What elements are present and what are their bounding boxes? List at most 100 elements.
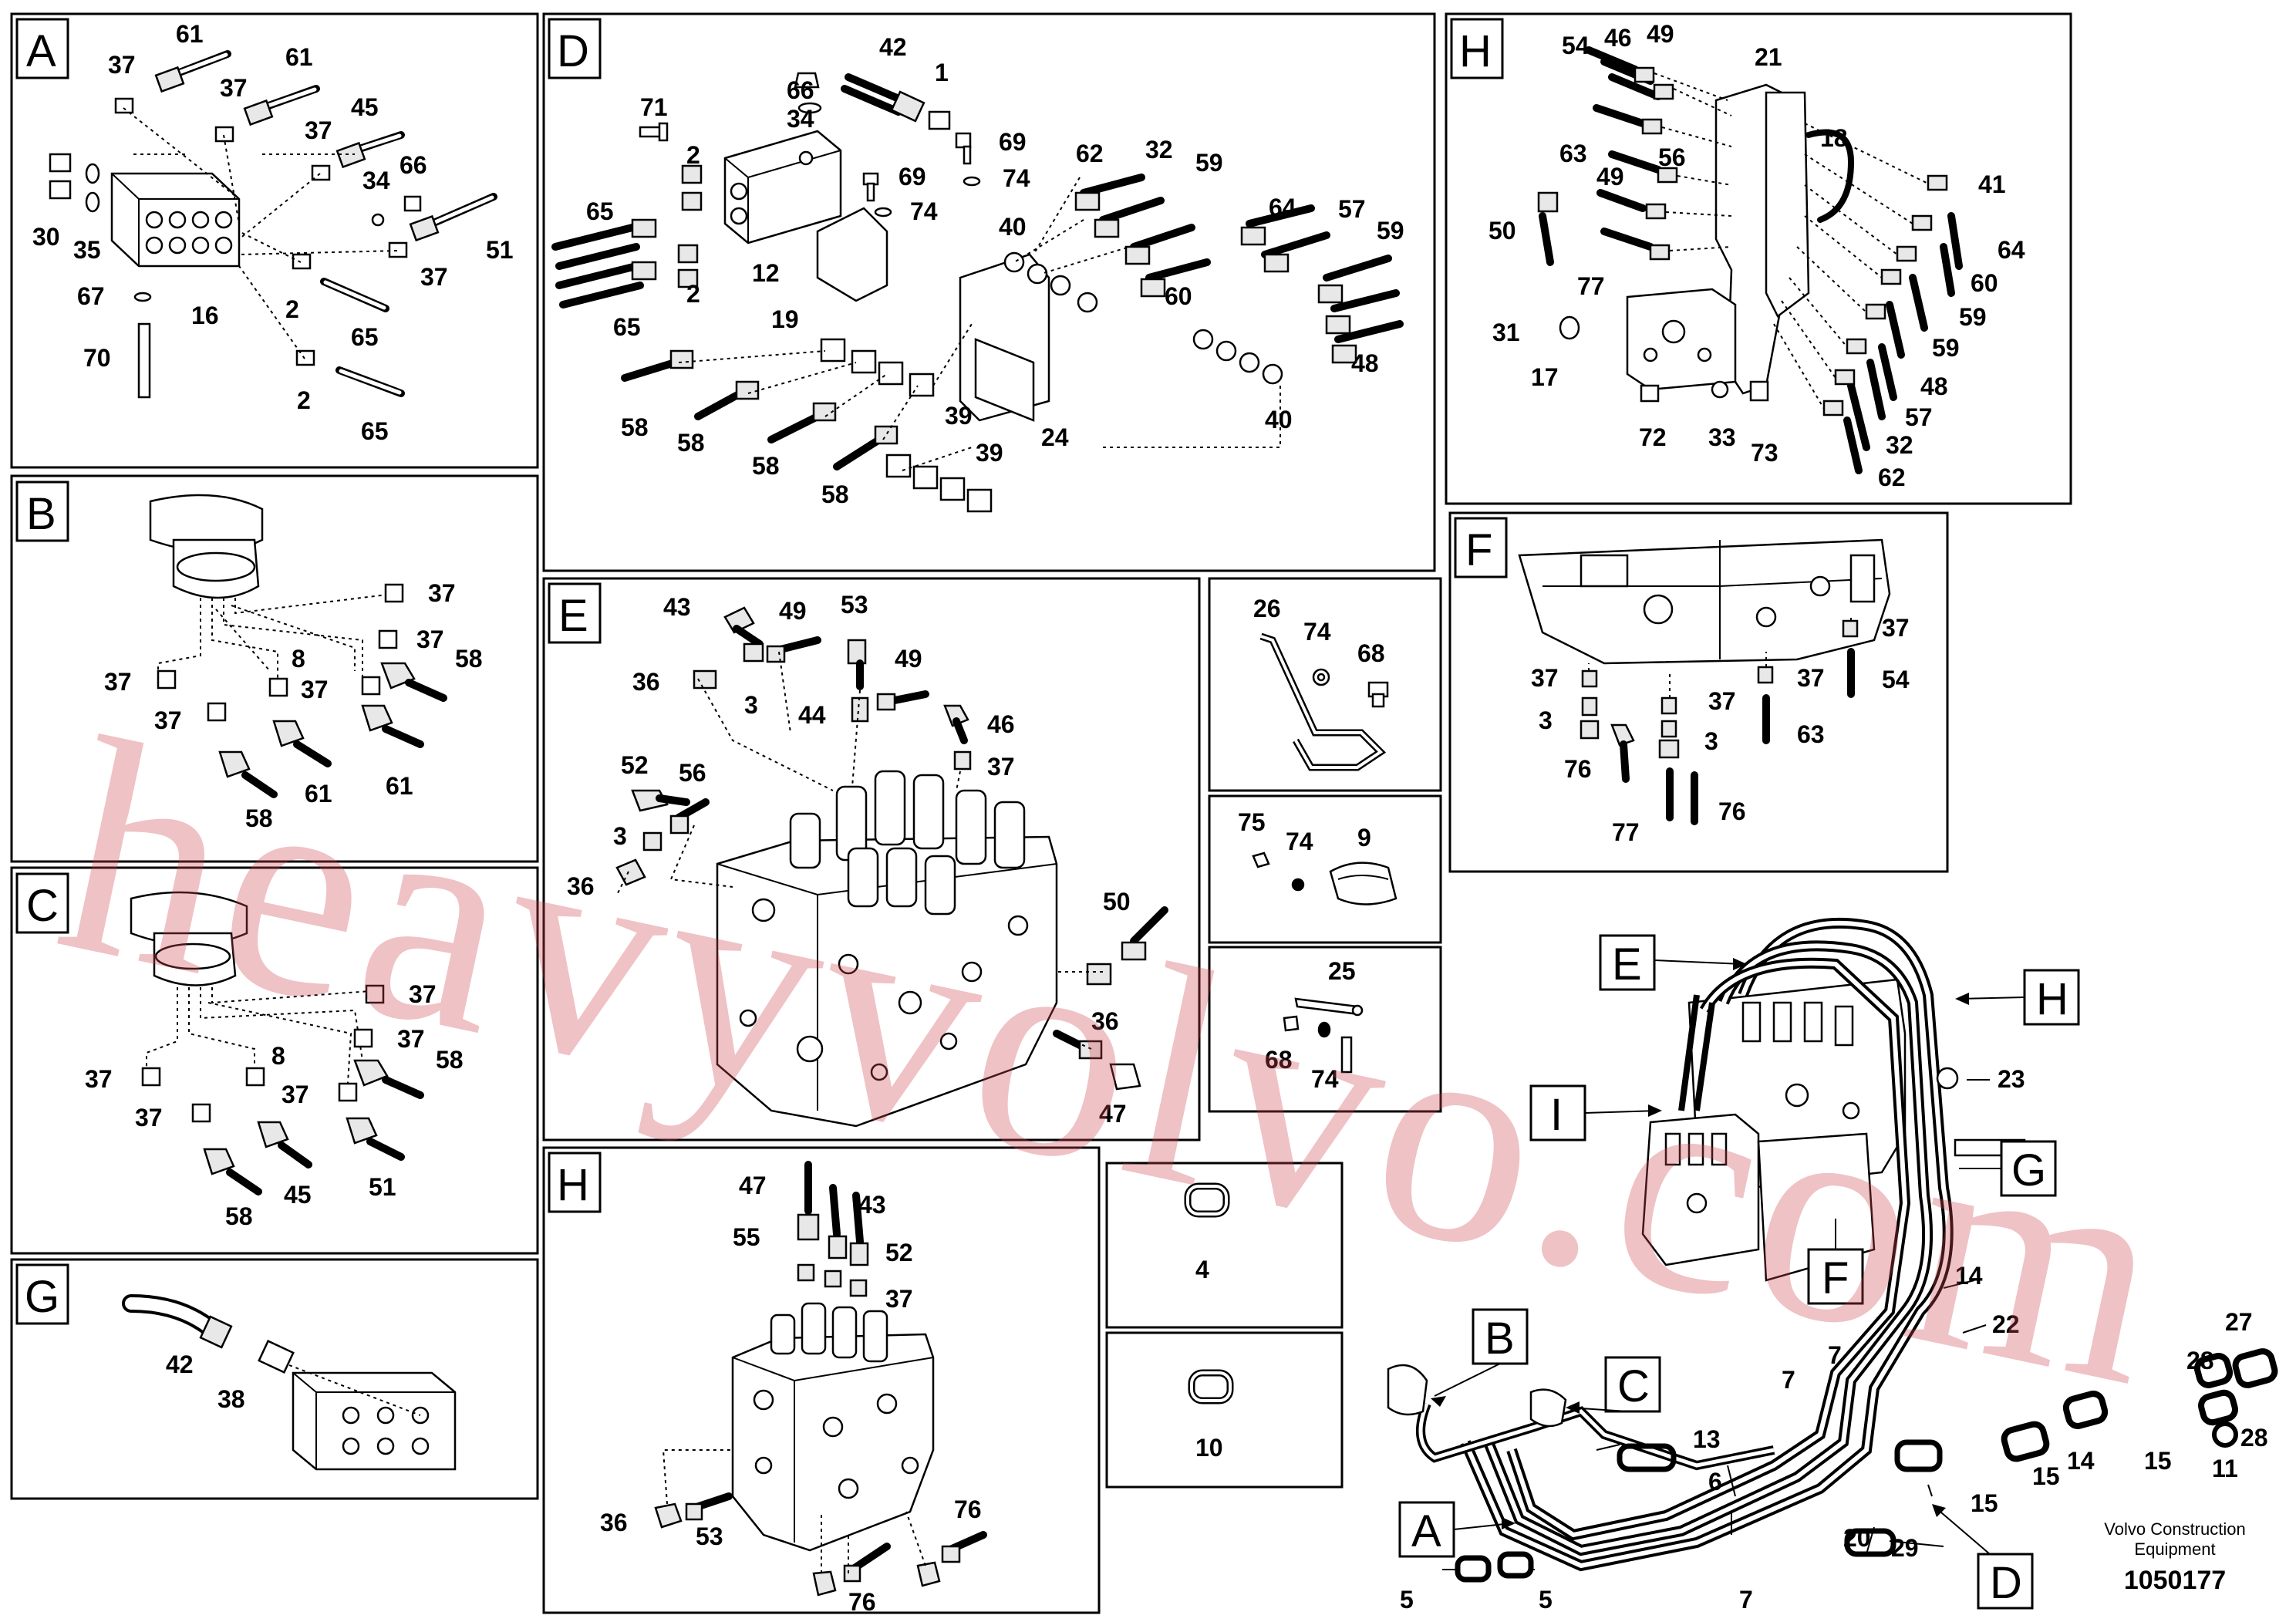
callout-f-37c: 37 [1708, 687, 1736, 715]
callout-f-54: 54 [1882, 666, 1910, 693]
callout-h-62: 62 [1878, 464, 1906, 491]
callout-ov-23: 23 [1998, 1065, 2025, 1093]
callout-c-37c: 37 [85, 1065, 113, 1093]
callout-a-30: 30 [32, 223, 60, 251]
footer-company-line1: Volvo Construction [2104, 1519, 2246, 1539]
callout-e-52: 52 [621, 751, 649, 779]
callout-d-65b: 65 [613, 313, 641, 341]
callout-d-40a: 40 [999, 213, 1027, 241]
small-panel-9: 75 74 9 [1208, 794, 1442, 944]
callout-h-64: 64 [1998, 236, 2025, 264]
panel-c-tag-label: C [26, 881, 59, 931]
callout-h-46: 46 [1604, 24, 1632, 52]
callout-b-61a: 61 [305, 780, 332, 808]
callout-f-37a: 37 [1882, 614, 1910, 642]
callout-h-41: 41 [1978, 170, 2006, 198]
callout-h-54: 54 [1562, 32, 1590, 59]
callout-b-61b: 61 [386, 772, 413, 800]
panel-h-top: H 54 46 49 21 18 63 56 41 50 49 64 77 60 [1445, 12, 2072, 505]
callout-hb-37: 37 [885, 1285, 913, 1313]
callout-ov-7b: 7 [1782, 1366, 1795, 1394]
callout-a-37d: 37 [420, 263, 448, 291]
callout-ov-14a: 14 [1955, 1262, 1983, 1290]
overview-tag-i-label: I [1550, 1090, 1563, 1140]
callout-c-58a: 58 [436, 1046, 464, 1074]
panel-e-tag-label: E [558, 591, 588, 641]
callout-d-2b: 2 [686, 280, 700, 308]
callout-f-3b: 3 [1704, 727, 1718, 755]
callout-d-65a: 65 [586, 197, 614, 225]
small-panel-25: 25 68 74 [1208, 946, 1442, 1113]
callout-d-34: 34 [787, 105, 814, 133]
overview-tag-d-label: D [1990, 1558, 2022, 1608]
callout-ov-5a: 5 [1400, 1586, 1414, 1614]
callout-f-77: 77 [1612, 818, 1640, 846]
panel-b-tag-label: B [26, 489, 56, 539]
footer-block: Volvo Construction Equipment 1050177 [2082, 1519, 2267, 1596]
callout-hb-76b: 76 [954, 1496, 982, 1523]
callout-h-57: 57 [1905, 403, 1933, 431]
callout-e-37: 37 [987, 753, 1015, 781]
callout-hb-55: 55 [733, 1223, 760, 1251]
callout-d-2a: 2 [686, 141, 700, 169]
callout-d-64: 64 [1269, 194, 1296, 221]
callout-d-69a: 69 [999, 128, 1027, 156]
callout-ov-27: 27 [2225, 1308, 2253, 1336]
callout-s1-68: 68 [1357, 639, 1385, 667]
callout-a-35: 35 [73, 236, 101, 264]
callout-ov-20: 20 [1843, 1524, 1871, 1552]
callout-c-37d: 37 [282, 1081, 309, 1108]
callout-h-49b: 49 [1596, 163, 1624, 191]
callout-e-56: 56 [679, 759, 706, 787]
small-panel-10: 10 [1105, 1331, 1344, 1489]
callout-d-74a: 74 [1003, 164, 1030, 192]
small-panel-4: 4 [1105, 1162, 1344, 1329]
callout-e-53: 53 [841, 591, 868, 619]
callout-h-60: 60 [1971, 269, 1998, 297]
callout-s2-75: 75 [1238, 808, 1266, 836]
footer-company-line2: Equipment [2134, 1539, 2216, 1559]
callout-c-45: 45 [284, 1181, 312, 1209]
panel-f-tag [1454, 517, 1508, 578]
callout-h-49a: 49 [1647, 20, 1674, 48]
callout-b-37a: 37 [428, 579, 456, 607]
callout-ov-13: 13 [1693, 1425, 1721, 1453]
callout-ov-14b: 14 [2067, 1447, 2095, 1475]
callout-a-37c: 37 [305, 116, 332, 144]
callout-g-38: 38 [217, 1385, 245, 1413]
callout-ov-29: 29 [1891, 1534, 1919, 1562]
callout-a-2b: 2 [297, 386, 311, 414]
callout-e-3b: 3 [613, 822, 627, 850]
callout-h-18: 18 [1820, 124, 1848, 152]
callout-d-66: 66 [787, 76, 814, 104]
callout-e-50: 50 [1103, 888, 1131, 916]
callout-e-46: 46 [987, 710, 1015, 738]
callout-a-34: 34 [362, 167, 390, 194]
callout-e-49b: 49 [895, 645, 922, 673]
callout-c-8: 8 [271, 1042, 285, 1070]
callout-s2-74: 74 [1286, 828, 1313, 855]
callout-b-37c: 37 [104, 668, 132, 696]
callout-a-37b: 37 [220, 74, 248, 102]
callout-a-61a: 61 [176, 20, 204, 48]
callout-e-36c: 36 [1091, 1007, 1119, 1035]
callout-a-70: 70 [83, 344, 111, 372]
callout-d-24: 24 [1041, 423, 1069, 451]
overview-tag-c [1604, 1356, 1661, 1413]
callout-b-58b: 58 [245, 804, 273, 832]
callout-c-37e: 37 [135, 1104, 163, 1131]
callout-h-50: 50 [1489, 217, 1516, 244]
overview-tag-b-label: B [1485, 1313, 1515, 1364]
callout-s3-25: 25 [1328, 957, 1356, 985]
callout-f-76a: 76 [1564, 755, 1592, 783]
overview-tag-b [1472, 1308, 1529, 1365]
callout-h-77: 77 [1577, 272, 1605, 300]
callout-b-37b: 37 [416, 626, 444, 653]
callout-ov-15b: 15 [2032, 1462, 2060, 1490]
callout-s5-10: 10 [1195, 1434, 1223, 1462]
callout-a-51: 51 [486, 236, 514, 264]
panel-d-tag-label: D [557, 26, 589, 76]
callout-ov-15c: 15 [1971, 1489, 1998, 1517]
callout-h-72: 72 [1639, 423, 1667, 451]
